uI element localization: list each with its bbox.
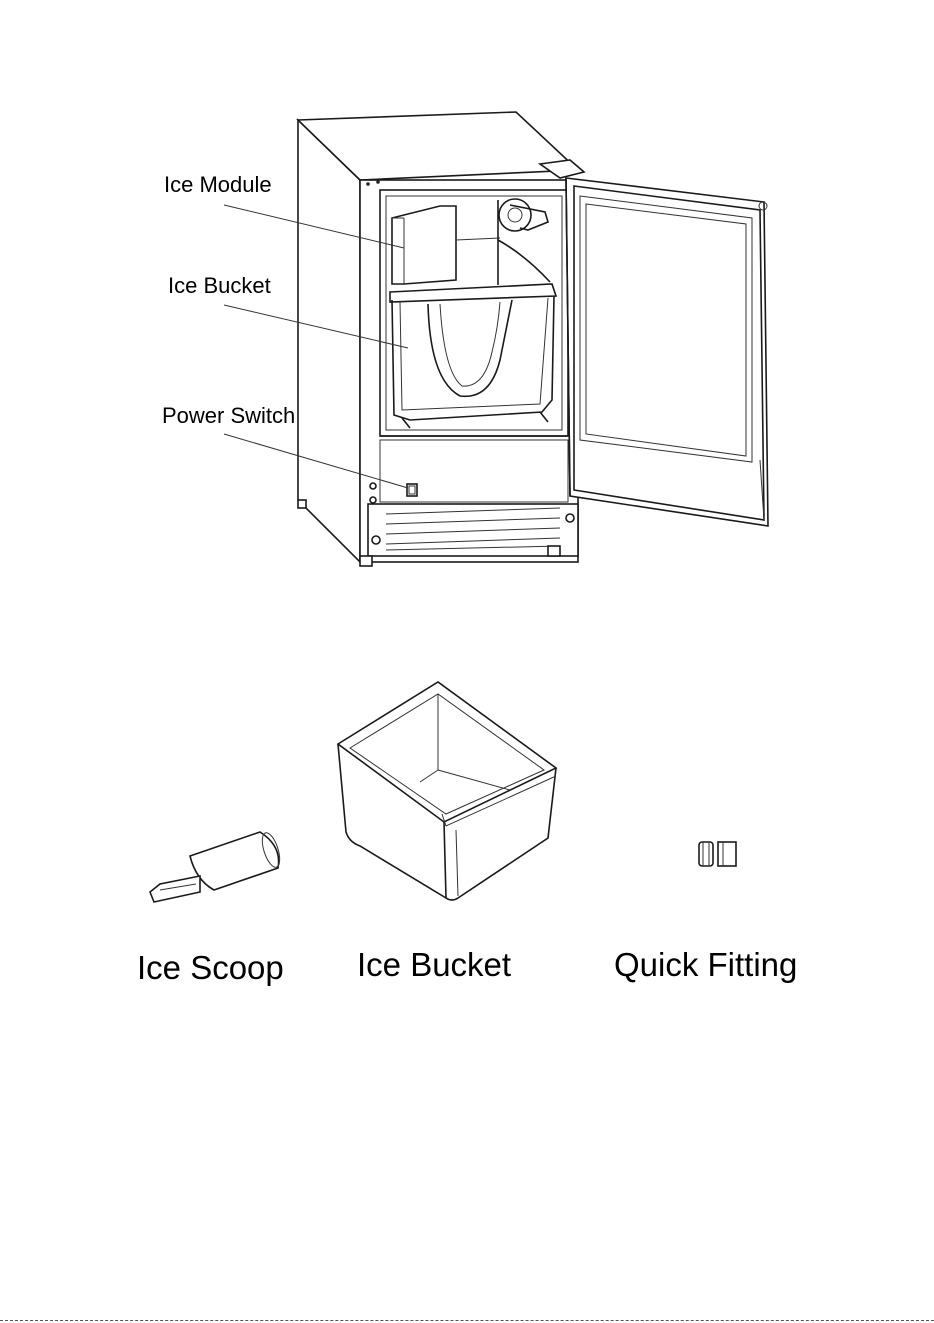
ice-scoop-drawing <box>150 831 283 902</box>
open-door <box>566 178 768 526</box>
page-bottom-rule <box>0 1320 934 1321</box>
ice-bucket-drawing <box>338 682 556 900</box>
label-ice-bucket: Ice Bucket <box>357 946 511 983</box>
label-quick-fitting: Quick Fitting <box>614 946 797 983</box>
kick-grille <box>368 504 578 556</box>
label-ice-scoop: Ice Scoop <box>137 949 284 986</box>
quick-fitting-drawing <box>699 842 736 866</box>
callout-ice-bucket: Ice Bucket <box>168 273 271 298</box>
callout-power-switch: Power Switch <box>162 403 295 428</box>
callout-ice-module: Ice Module <box>164 172 272 197</box>
